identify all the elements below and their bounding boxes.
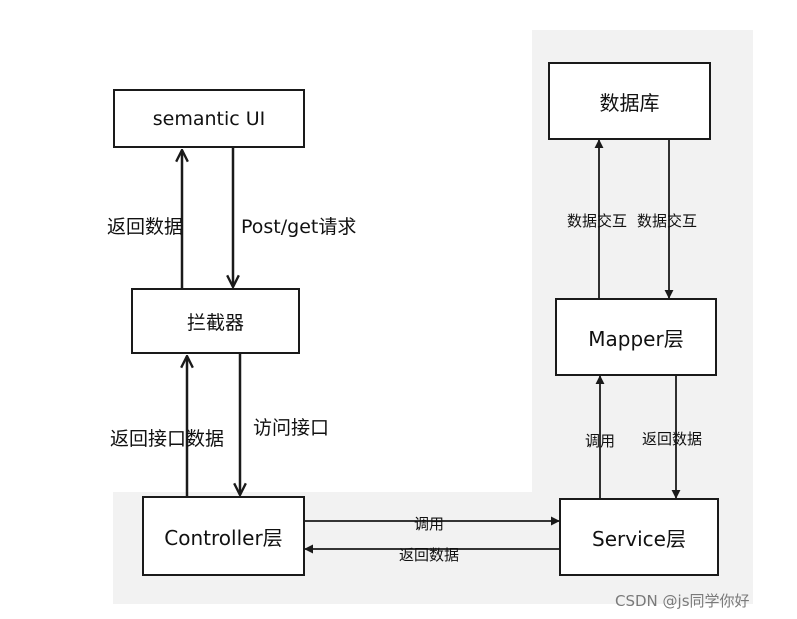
node-service: Service层 <box>559 498 719 576</box>
node-controller: Controller层 <box>142 496 305 576</box>
node-database-label: 数据库 <box>599 90 660 115</box>
label-ui-request: Post/get请求 <box>241 216 357 238</box>
label-interceptor-return: 返回接口数据 <box>110 428 225 450</box>
label-mapper-return: 返回数据 <box>642 430 703 448</box>
node-database: 数据库 <box>548 62 711 140</box>
node-interceptor: 拦截器 <box>131 288 300 354</box>
node-controller-label: Controller层 <box>164 525 283 550</box>
label-db-exchange-up: 数据交互 <box>567 212 628 230</box>
label-service-return: 返回数据 <box>399 546 460 564</box>
watermark: CSDN @js同学你好 <box>615 592 750 610</box>
label-ui-return: 返回数据 <box>107 216 184 238</box>
node-service-label: Service层 <box>592 526 686 551</box>
node-semantic-ui: semantic UI <box>113 89 305 148</box>
node-interceptor-label: 拦截器 <box>186 311 244 334</box>
node-mapper: Mapper层 <box>555 298 717 376</box>
label-interceptor-access: 访问接口 <box>253 417 330 439</box>
label-service-call: 调用 <box>585 432 616 450</box>
node-mapper-label: Mapper层 <box>588 326 684 351</box>
label-db-exchange-down: 数据交互 <box>637 212 698 230</box>
label-controller-call: 调用 <box>414 515 445 533</box>
node-semantic-ui-label: semantic UI <box>152 107 266 130</box>
